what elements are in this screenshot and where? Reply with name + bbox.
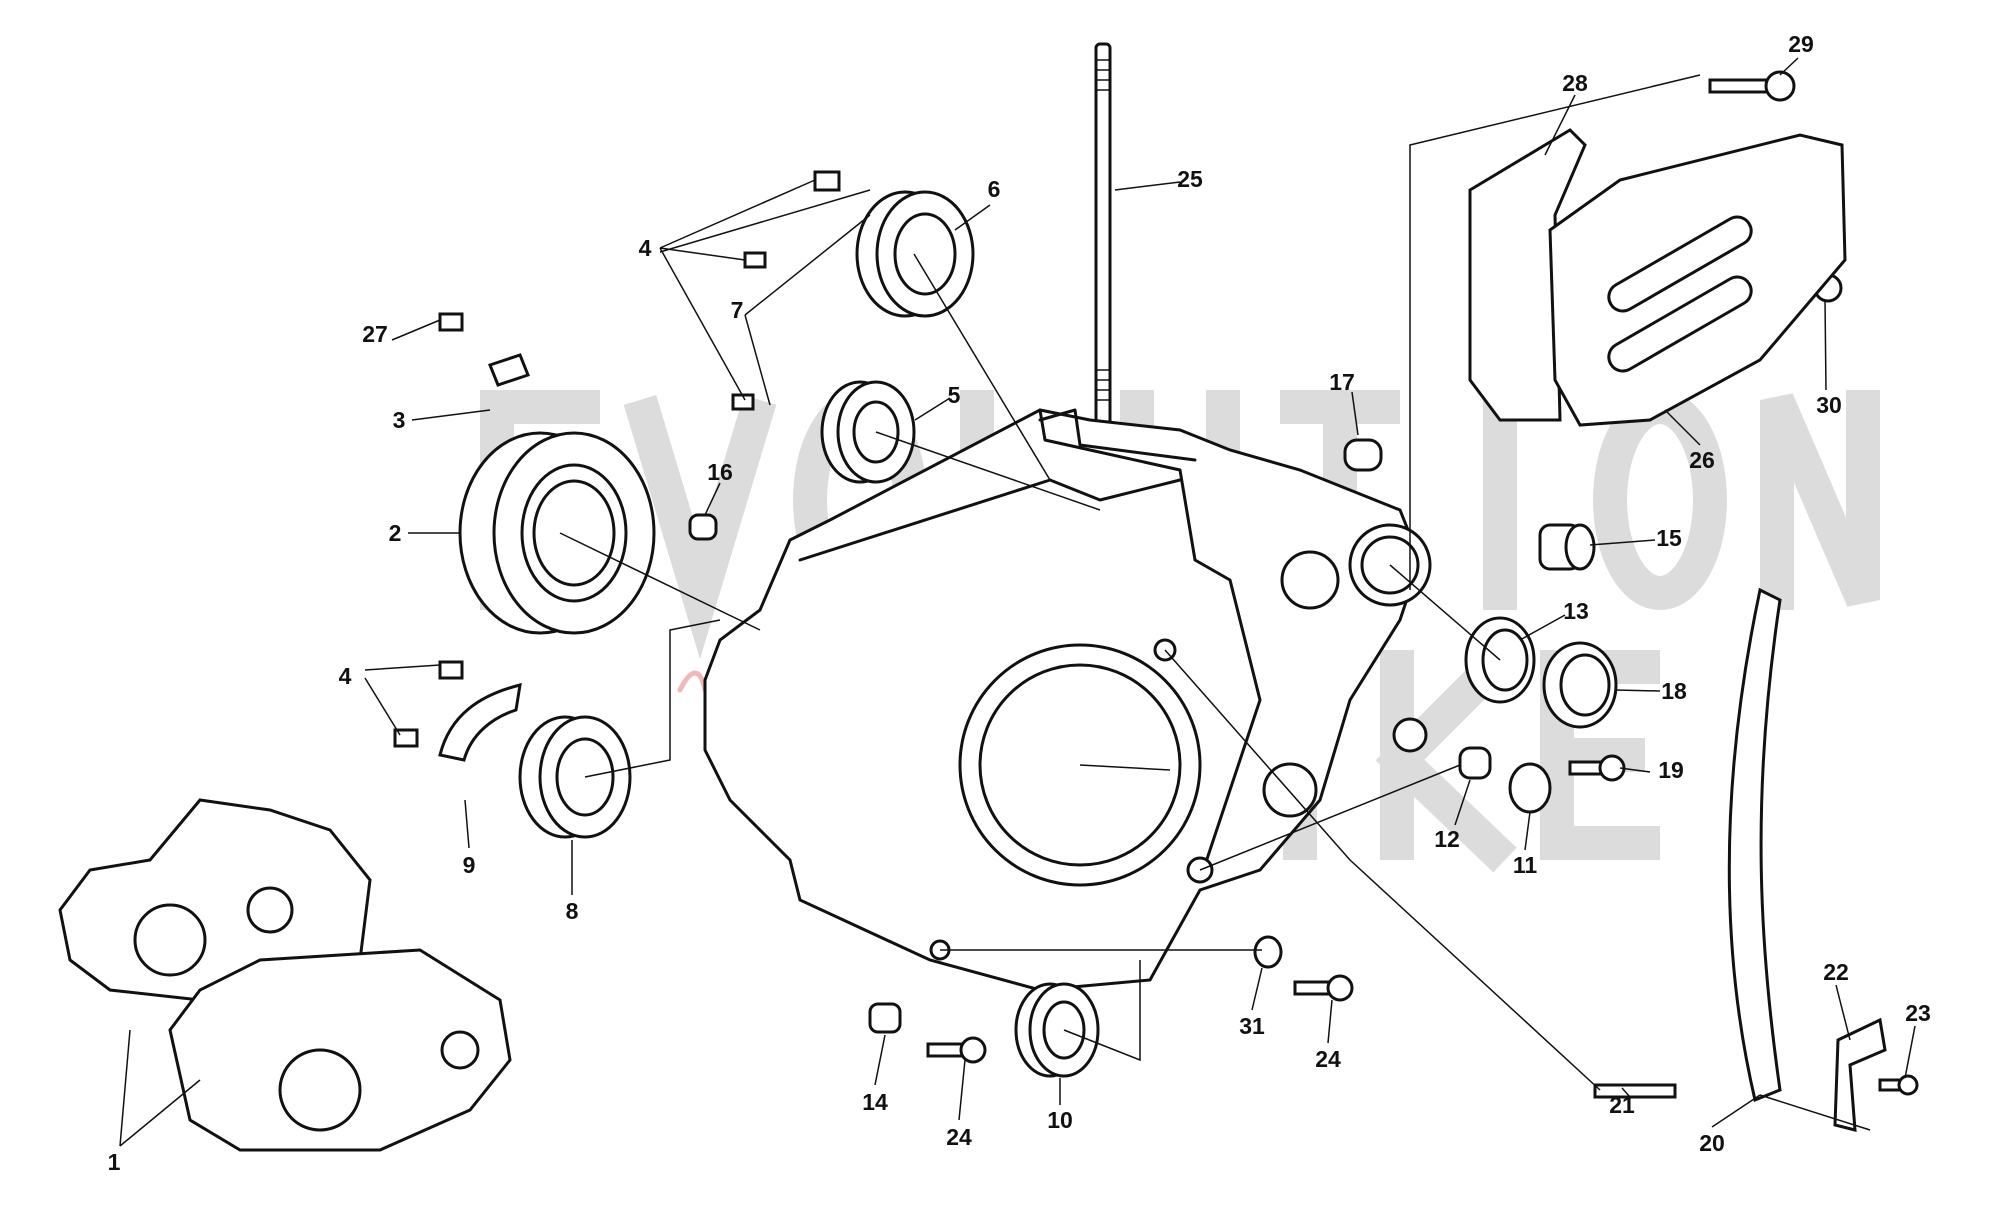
chain-guide [1727,587,1887,1132]
stud-25 [1094,42,1112,446]
label-31: 31 [1239,1013,1265,1039]
label-18: 18 [1661,678,1687,704]
label-19: 19 [1658,757,1684,783]
leader-lines [119,57,1916,1147]
label-12: 12 [1434,826,1460,852]
label-25: 25 [1177,166,1203,192]
sprocket-cover [1468,128,1847,427]
label-8: 8 [566,898,579,924]
label-21: 21 [1609,1092,1635,1118]
label-26: 26 [1689,447,1715,473]
seals-bushings [688,438,1618,1034]
label-30: 30 [1816,392,1842,418]
bearing-6 [855,190,975,318]
part-labels: 29 28 25 6 4 7 27 3 5 17 30 26 16 2 15 1… [108,31,1931,1175]
label-23: 23 [1905,1000,1931,1026]
assembled-crankcase-thumbnail [58,798,512,1152]
label-24-lower: 24 [946,1124,972,1150]
label-20: 20 [1699,1130,1725,1156]
label-4: 4 [639,235,652,261]
label-29: 29 [1788,31,1814,57]
label-22: 22 [1823,959,1849,985]
label-14: 14 [862,1089,888,1115]
label-6: 6 [988,176,1001,202]
bearing-2 [458,431,656,635]
bearing-8 [518,715,632,839]
label-7: 7 [731,297,744,323]
label-10: 10 [1047,1107,1073,1133]
label-2: 2 [389,520,402,546]
label-17: 17 [1329,369,1355,395]
label-13: 13 [1563,598,1589,624]
label-3: 3 [393,407,406,433]
label-24: 24 [1315,1046,1341,1072]
label-15: 15 [1656,525,1682,551]
bearing-5 [820,380,916,484]
label-11: 11 [1513,852,1538,878]
crankcase-half [703,408,1432,992]
label-27: 27 [362,321,388,347]
label-4-lower: 4 [339,663,352,689]
label-28: 28 [1562,70,1588,96]
bearing-10 [1014,982,1100,1078]
label-5: 5 [948,382,961,408]
label-16: 16 [707,459,733,485]
label-1: 1 [108,1149,121,1175]
label-9: 9 [463,852,476,878]
